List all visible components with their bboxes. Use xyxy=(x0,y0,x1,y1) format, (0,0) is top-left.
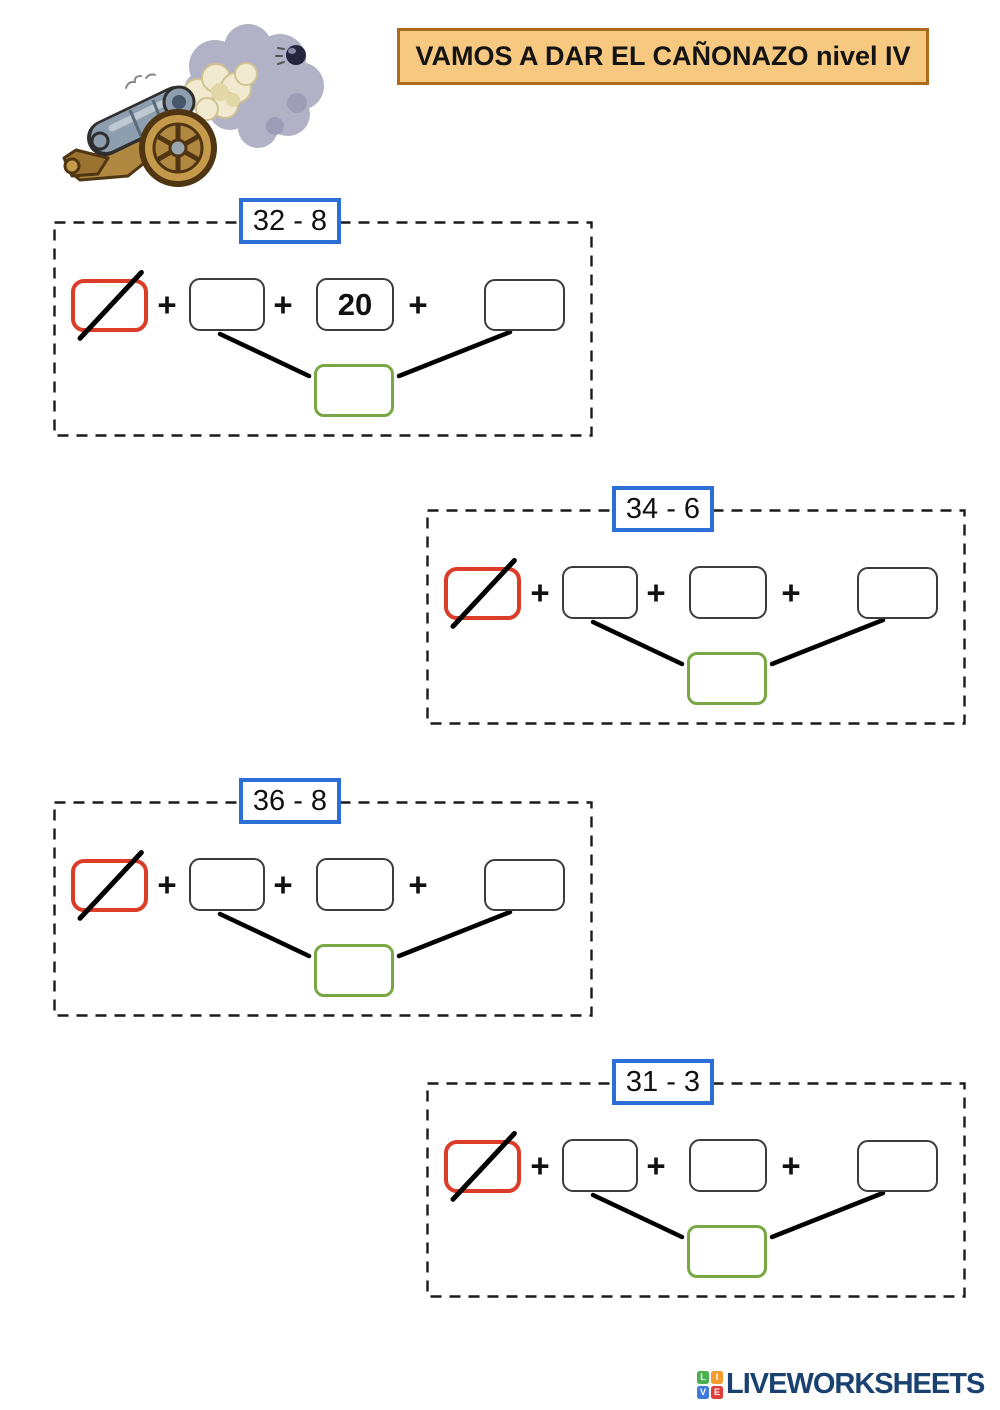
logo-letter-e: E xyxy=(711,1385,723,1399)
title-banner: VAMOS A DAR EL CAÑONAZO nivel IV xyxy=(397,28,929,85)
problem-label-box: 36 - 8 xyxy=(239,778,341,824)
smoke-wisps xyxy=(125,73,156,89)
exercise-block-1: 32 - 8 + + 20 + xyxy=(53,198,593,437)
smoke-cloud xyxy=(182,24,324,148)
partial-sum-box[interactable] xyxy=(687,652,767,705)
plus-sign: + xyxy=(408,866,428,903)
plus-sign: + xyxy=(273,866,293,903)
addend-box-2[interactable] xyxy=(689,566,767,619)
addend-box-3[interactable] xyxy=(857,1140,938,1192)
logo-letter-v: V xyxy=(697,1385,709,1399)
problem-label-box: 34 - 6 xyxy=(612,486,714,532)
plus-sign: + xyxy=(530,1147,550,1184)
addend-box-1[interactable] xyxy=(562,566,638,619)
plus-sign: + xyxy=(781,574,801,611)
plus-sign: + xyxy=(530,574,550,611)
cannon-barrel xyxy=(87,85,196,156)
addend-box-2[interactable] xyxy=(316,858,394,911)
exercise-block-4: 31 - 3 + + + xyxy=(426,1059,966,1298)
partial-sum-box[interactable] xyxy=(314,364,394,417)
addend-box-1[interactable] xyxy=(189,858,265,911)
plus-sign: + xyxy=(157,866,177,903)
addend-box-2-value: 20 xyxy=(337,286,373,322)
problem-label: 36 - 8 xyxy=(252,784,328,817)
plus-sign: + xyxy=(157,286,177,323)
partial-sum-box[interactable] xyxy=(314,944,394,997)
cannon-wheel xyxy=(139,109,217,187)
logo-letter-i: I xyxy=(711,1370,723,1384)
addend-box-1[interactable] xyxy=(189,278,265,331)
addend-box-3[interactable] xyxy=(484,279,565,331)
brand-wordmark: LIVEWORKSHEETS xyxy=(726,1368,985,1400)
plus-sign: + xyxy=(646,1147,666,1184)
exercise-block-3: 36 - 8 + + + xyxy=(53,778,593,1017)
partial-sum-box[interactable] xyxy=(687,1225,767,1278)
plus-sign: + xyxy=(781,1147,801,1184)
addend-box-3[interactable] xyxy=(484,859,565,911)
exercise-block-2: 34 - 6 + + + xyxy=(426,486,966,725)
plus-sign: + xyxy=(273,286,293,323)
worksheet-title: VAMOS A DAR EL CAÑONAZO nivel IV xyxy=(415,41,911,71)
problem-label: 32 - 8 xyxy=(252,204,328,237)
problem-label: 34 - 6 xyxy=(625,492,701,525)
addend-box-2: 20 xyxy=(316,278,394,331)
liveworksheets-logo-icon: L I V E xyxy=(697,1370,723,1399)
addend-box-3[interactable] xyxy=(857,567,938,619)
liveworksheets-logo: L I V E LIVEWORKSHEETS xyxy=(697,1368,985,1401)
problem-label-box: 31 - 3 xyxy=(612,1059,714,1105)
problem-label: 31 - 3 xyxy=(625,1065,701,1098)
plus-sign: + xyxy=(408,286,428,323)
logo-letter-l: L xyxy=(697,1370,709,1384)
addend-box-2[interactable] xyxy=(689,1139,767,1192)
plus-sign: + xyxy=(646,574,666,611)
addend-box-1[interactable] xyxy=(562,1139,638,1192)
problem-label-box: 32 - 8 xyxy=(239,198,341,244)
cannonball-icon xyxy=(275,45,306,65)
cannon-illustration xyxy=(62,24,324,187)
